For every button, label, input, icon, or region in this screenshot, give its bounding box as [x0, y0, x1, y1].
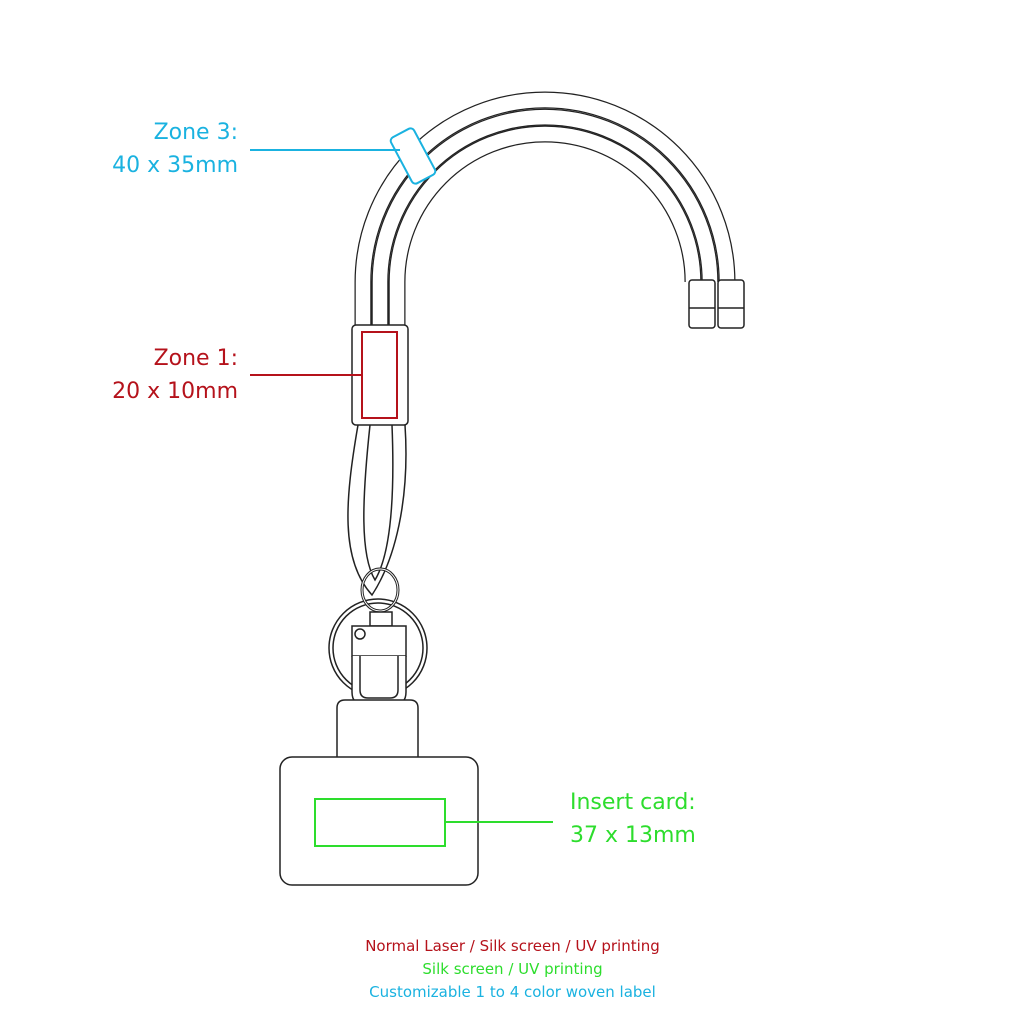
zone1-label: Zone 1: 20 x 10mm: [112, 342, 238, 408]
zone3-title: Zone 3:: [153, 120, 238, 145]
insert-card-label: Insert card: 37 x 13mm: [570, 786, 696, 852]
legend-laser: Normal Laser / Silk screen / UV printing: [365, 937, 660, 955]
zone1-size: 20 x 10mm: [112, 379, 238, 404]
cord-loop: [347, 424, 407, 597]
cord-inner: [388, 125, 702, 330]
zone1-title: Zone 1:: [153, 346, 238, 371]
zone3-label: Zone 3: 40 x 35mm: [112, 116, 238, 182]
zone3-woven-label: [389, 127, 437, 185]
swivel-hook: [328, 567, 428, 706]
zone3-size: 40 x 35mm: [112, 153, 238, 178]
legend-silk-screen: Silk screen / UV printing: [422, 960, 603, 978]
card-holder: [279, 699, 479, 886]
legend-woven-label: Customizable 1 to 4 color woven label: [369, 983, 656, 1001]
insert-card-title: Insert card:: [570, 790, 696, 815]
cord-end-caps: [688, 279, 745, 329]
cord-outer: [354, 91, 736, 330]
cord-middle: [371, 108, 719, 330]
insert-card-size: 37 x 13mm: [570, 823, 696, 848]
